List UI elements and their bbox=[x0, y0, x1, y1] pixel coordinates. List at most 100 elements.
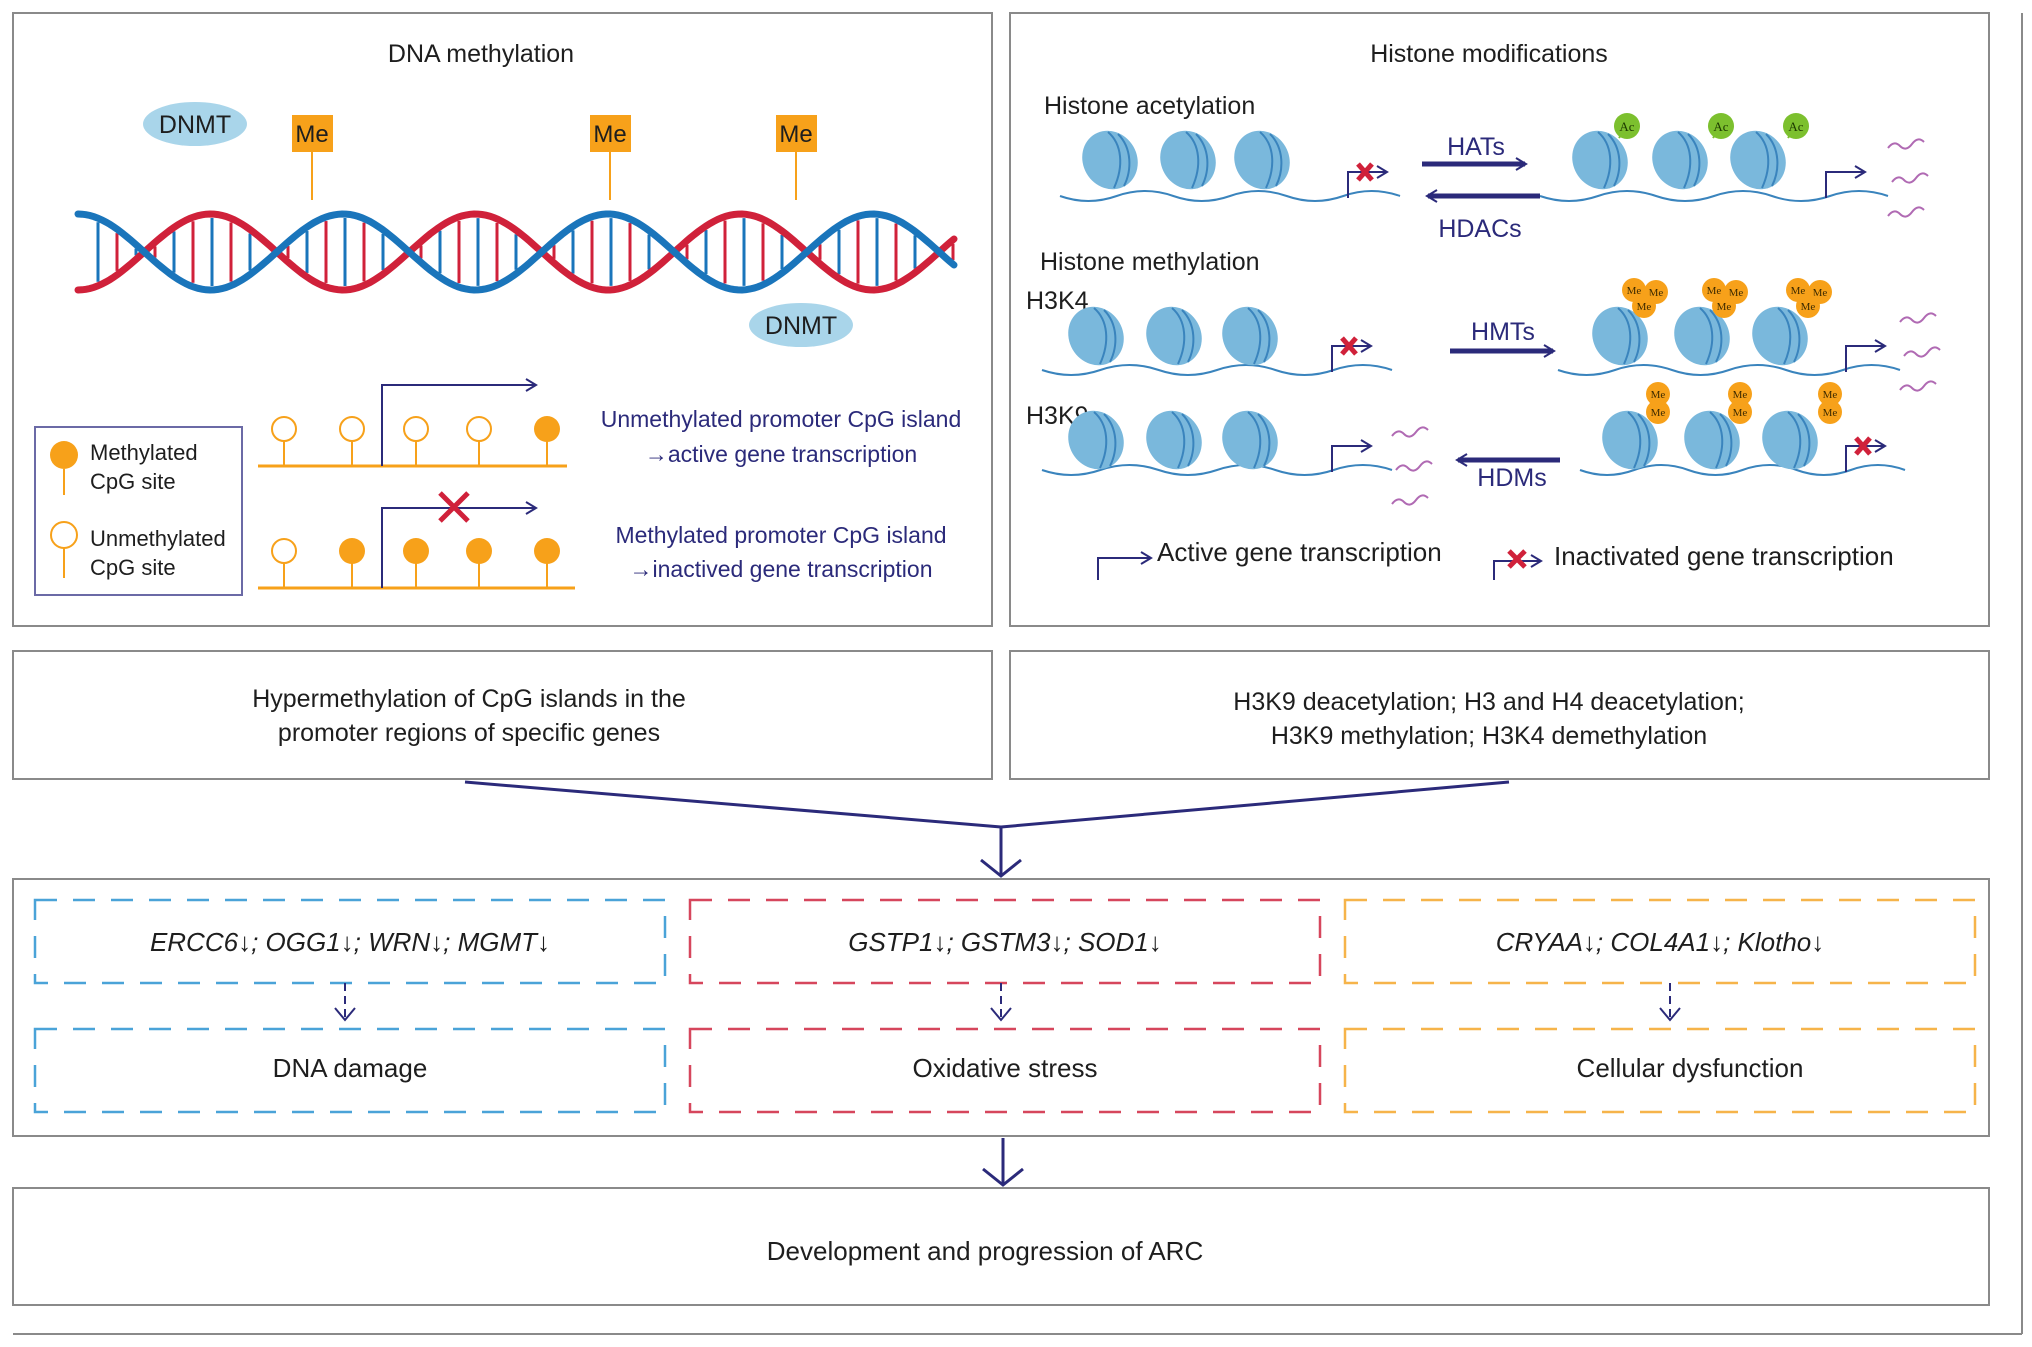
outcome-text: Oxidative stress bbox=[913, 1053, 1098, 1083]
outcome-text: Cellular dysfunction bbox=[1577, 1053, 1804, 1083]
unmethylated-cpg-site bbox=[271, 538, 297, 564]
gene-group-3: CRYAA↓; COL4A1↓; Klotho↓ Cellular dysfunc… bbox=[1343, 898, 1977, 1114]
acetyl-mark bbox=[1614, 113, 1640, 139]
acetyl-label: Ac bbox=[1788, 119, 1803, 134]
cpg-island-rows bbox=[258, 378, 575, 590]
red-x-icon bbox=[1854, 436, 1872, 456]
svg-text:H3K9 methylation; H3K4 demethy: H3K9 methylation; H3K4 demethylation bbox=[1271, 722, 1707, 750]
modification-label: Me bbox=[1649, 287, 1664, 299]
red-x-icon bbox=[1340, 336, 1358, 356]
svg-text:HDACs: HDACs bbox=[1438, 215, 1521, 243]
modification-mark bbox=[1712, 294, 1736, 318]
acetyl-mark bbox=[1783, 113, 1809, 139]
gene-effects-panel: ERCC6↓; OGG1↓; WRN↓; MGMT↓ DNA damage GSTP… bbox=[12, 878, 1990, 1137]
svg-text:CpG site: CpG site bbox=[90, 469, 176, 494]
methylated-cpg-site bbox=[534, 416, 560, 442]
chromatin-fiber bbox=[1041, 464, 1393, 476]
down-arrow-to-final bbox=[982, 1138, 1024, 1187]
svg-text:Me: Me bbox=[779, 121, 812, 148]
converging-arrow bbox=[464, 780, 1510, 878]
modification-label: Me bbox=[1813, 287, 1828, 299]
histone-acetylation-title: Histone acetylation bbox=[1044, 92, 1255, 120]
svg-text:promoter regions of specific g: promoter regions of specific genes bbox=[278, 719, 660, 747]
unmethylated-caption-line1: Unmethylated promoter CpG island bbox=[601, 406, 962, 432]
methylated-cpg-site bbox=[466, 538, 492, 564]
active-tss-arrow bbox=[1825, 165, 1867, 198]
modification-mark bbox=[1818, 382, 1842, 406]
modification-label: Me bbox=[1651, 407, 1666, 419]
acetyl-mark bbox=[1708, 113, 1734, 139]
cpg-legend: Methylated CpG site Unmethylated CpG sit… bbox=[34, 426, 243, 596]
acetyl-label: Ac bbox=[1619, 119, 1634, 134]
methylated-cpg-site bbox=[339, 538, 365, 564]
modification-label: Me bbox=[1823, 407, 1838, 419]
modification-label: Me bbox=[1627, 285, 1642, 297]
svg-text:H3K9 deacetylation; H3 and H4: H3K9 deacetylation; H3 and H4 deacetylat… bbox=[1233, 688, 1744, 716]
dna-methylation-title: DNA methylation bbox=[388, 40, 574, 68]
svg-text:HATs: HATs bbox=[1447, 133, 1505, 161]
gene-list-text: GSTP1↓; GSTM3↓; SOD1↓ bbox=[848, 927, 1162, 957]
gene-group-1: ERCC6↓; OGG1↓; WRN↓; MGMT↓ DNA damage bbox=[33, 898, 667, 1114]
modification-label: Me bbox=[1637, 301, 1652, 313]
methylated-caption-line1: Methylated promoter CpG island bbox=[615, 522, 946, 548]
histone-methylation-title: Histone methylation bbox=[1040, 248, 1260, 276]
red-x-icon bbox=[1507, 549, 1527, 569]
transcription-arrow bbox=[381, 378, 538, 466]
modification-mark bbox=[1796, 294, 1820, 318]
legend-methylated-label: Methylated bbox=[90, 440, 198, 465]
histone-modifications-panel: Histone modifications Histone acetylatio… bbox=[1009, 12, 1990, 627]
methylated-cpg-site bbox=[534, 538, 560, 564]
outcome-box bbox=[688, 1027, 1322, 1114]
arrow-head bbox=[990, 1007, 1012, 1022]
dna-methylation-panel: DNA methylation DNMT DNMT Me Me Me bbox=[12, 12, 993, 627]
red-x-icon bbox=[1356, 162, 1374, 182]
svg-text:CpG site: CpG site bbox=[90, 555, 176, 580]
final-outcome-text: Development and progression of ARC bbox=[767, 1236, 1203, 1266]
hdms-arrow: HDMs bbox=[1455, 453, 1560, 492]
chromatin-fiber bbox=[1557, 364, 1901, 376]
unmethylated-cpg-site bbox=[466, 416, 492, 442]
methylated-cpg-legend-icon bbox=[50, 441, 78, 495]
gene-list-box bbox=[688, 898, 1322, 985]
svg-text:DNMT: DNMT bbox=[765, 312, 837, 340]
gene-list-box bbox=[1343, 898, 1977, 985]
outcome-box bbox=[33, 1027, 667, 1114]
gene-group-2: GSTP1↓; GSTM3↓; SOD1↓ Oxidative stress bbox=[688, 898, 1322, 1114]
hats-arrow: HATs bbox=[1422, 133, 1528, 171]
gene-list-box bbox=[33, 898, 667, 985]
inactive-tss-arrow bbox=[1845, 439, 1887, 472]
histone-modifications-title: Histone modifications bbox=[1370, 40, 1608, 68]
modification-label: Me bbox=[1707, 285, 1722, 297]
active-tss-arrow bbox=[1331, 439, 1373, 472]
chromatin-fiber bbox=[1041, 364, 1393, 376]
unmethylated-cpg-site bbox=[339, 416, 365, 442]
active-transcription-legend: Active gene transcription bbox=[1097, 537, 1442, 580]
arrow-head bbox=[1659, 1007, 1681, 1022]
outcome-text: DNA damage bbox=[273, 1053, 428, 1083]
dnmt-enzyme-top: DNMT bbox=[143, 102, 247, 146]
unmethylated-cpg-site bbox=[403, 416, 429, 442]
modification-mark bbox=[1646, 382, 1670, 406]
svg-text:Me: Me bbox=[295, 121, 328, 148]
inactive-tss-arrow bbox=[1347, 165, 1389, 198]
final-outcome-box: Development and progression of ARC bbox=[12, 1187, 1990, 1306]
unmethylated-caption-line2: →active gene transcription bbox=[645, 441, 917, 467]
methyl-tag-2: Me bbox=[590, 115, 631, 200]
svg-text:Active gene transcription: Active gene transcription bbox=[1157, 537, 1442, 567]
modification-label: Me bbox=[1733, 389, 1748, 401]
svg-text:HMTs: HMTs bbox=[1471, 318, 1535, 346]
transcription-arrow bbox=[381, 501, 538, 588]
modification-mark bbox=[1646, 400, 1670, 424]
chromatin-fiber bbox=[1579, 464, 1906, 476]
svg-text:DNMT: DNMT bbox=[159, 111, 231, 139]
modification-mark bbox=[1632, 294, 1656, 318]
gene-list-text: CRYAA↓; COL4A1↓; Klotho↓ bbox=[1496, 927, 1825, 957]
gene-list-text: ERCC6↓; OGG1↓; WRN↓; MGMT↓ bbox=[150, 927, 550, 957]
modification-label: Me bbox=[1801, 301, 1816, 313]
modification-label: Me bbox=[1791, 285, 1806, 297]
modification-label: Me bbox=[1733, 407, 1748, 419]
inactive-transcription-legend: Inactivated gene transcription bbox=[1493, 541, 1894, 580]
chromatin-fiber bbox=[1059, 190, 1401, 202]
methylated-cpg-site bbox=[403, 538, 429, 564]
